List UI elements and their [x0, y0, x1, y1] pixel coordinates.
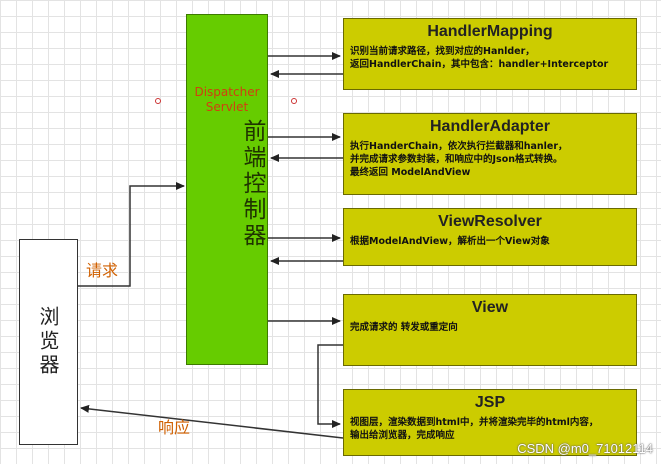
- handle-dot: [155, 98, 161, 104]
- handler-adapter-box: HandlerAdapter 执行HanderChain，依次执行拦截器和han…: [343, 113, 637, 195]
- view-box: View 完成请求的 转发或重定向: [343, 294, 637, 366]
- view-resolver-desc: 根据ModelAndView，解析出一个View对象: [350, 236, 550, 247]
- handler-mapping-desc: 识别当前请求路径，找到对应的Hanlder， 返回HandlerChain，其中…: [350, 46, 609, 70]
- handler-adapter-desc: 执行HanderChain，依次执行拦截器和hanler， 并完成请求参数封装，…: [350, 141, 568, 178]
- view-desc: 完成请求的 转发或重定向: [350, 322, 458, 333]
- view-to-jsp-arrow: [317, 344, 343, 428]
- jsp-box: JSP 视图层，渲染数据到html中，并将渲染完毕的html内容， 输出给浏览器…: [343, 389, 637, 456]
- browser-label: 浏览器: [36, 306, 60, 378]
- response-label: 响应: [158, 418, 191, 437]
- jsp-desc: 视图层，渲染数据到html中，并将渲染完毕的html内容， 输出给浏览器，完成响…: [350, 417, 599, 441]
- response-arrow: [80, 404, 344, 439]
- request-arrow: [78, 182, 185, 287]
- request-label: 请求: [86, 261, 119, 280]
- view-resolver-box: ViewResolver 根据ModelAndView，解析出一个View对象: [343, 208, 637, 266]
- front-controller-label: 前端控制器: [239, 119, 265, 249]
- browser-box: 浏览器: [19, 239, 78, 445]
- handle-dot: [291, 98, 297, 104]
- dispatcher-servlet-box: Dispatcher Servlet 前端控制器: [186, 14, 268, 365]
- handler-mapping-title: HandlerMapping: [427, 23, 553, 40]
- view-resolver-title: ViewResolver: [438, 213, 542, 230]
- handler-mapping-box: HandlerMapping 识别当前请求路径，找到对应的Hanlder， 返回…: [343, 18, 637, 90]
- watermark: CSDN @m0_71012114: [517, 441, 653, 456]
- jsp-title: JSP: [474, 394, 506, 411]
- handler-adapter-title: HandlerAdapter: [429, 118, 551, 135]
- view-title: View: [471, 299, 509, 316]
- dispatcher-servlet-title: Dispatcher Servlet: [194, 85, 260, 114]
